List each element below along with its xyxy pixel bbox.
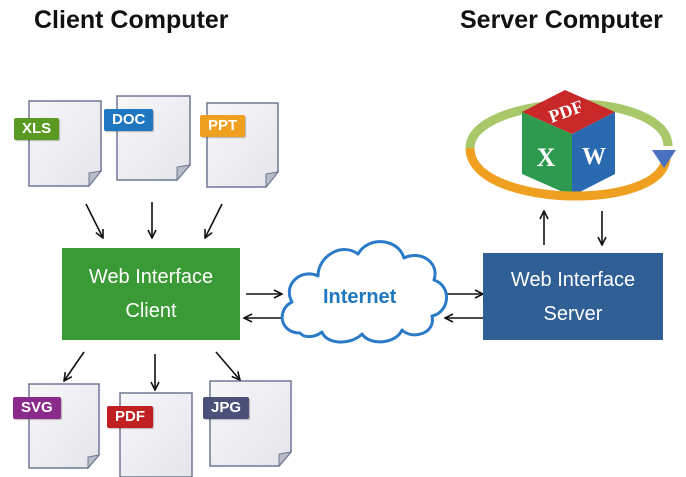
client-box-line1: Web Interface bbox=[88, 266, 214, 288]
cube-left-face bbox=[522, 112, 572, 196]
arrow-xls-to-client bbox=[85, 203, 103, 238]
arrow-ppt-to-client bbox=[205, 203, 223, 238]
server-box-line1: Web Interface bbox=[510, 268, 636, 291]
client-computer-heading: Client Computer bbox=[34, 6, 229, 34]
xls-tag: XLS bbox=[14, 118, 60, 140]
document-page-jpg bbox=[209, 380, 293, 468]
ppt-tag: PPT bbox=[200, 115, 246, 137]
web-interface-client-box: Web Interface Client bbox=[62, 248, 240, 340]
cube-w-text: W bbox=[582, 144, 606, 170]
client-box-line2: Client bbox=[125, 300, 177, 322]
arrow-client-to-svg bbox=[64, 351, 85, 381]
internet-cloud-icon bbox=[280, 240, 448, 344]
svg-tag: SVG bbox=[13, 397, 61, 419]
doc-tag: DOC bbox=[104, 109, 154, 131]
document-page-xls bbox=[28, 100, 103, 188]
pdf-tag: PDF bbox=[107, 406, 153, 428]
cube-right-face bbox=[572, 112, 615, 196]
internet-label: Internet bbox=[323, 286, 397, 308]
document-cube-icon: PDF X W bbox=[465, 90, 676, 201]
web-interface-server-box: Web Interface Server bbox=[483, 253, 663, 340]
cube-top-face bbox=[522, 90, 615, 134]
server-computer-heading: Server Computer bbox=[460, 6, 663, 34]
cube-x-text: X bbox=[537, 143, 556, 172]
server-box-line2: Server bbox=[543, 302, 603, 325]
jpg-tag: JPG bbox=[203, 397, 250, 419]
arrow-client-to-jpg bbox=[215, 351, 240, 380]
